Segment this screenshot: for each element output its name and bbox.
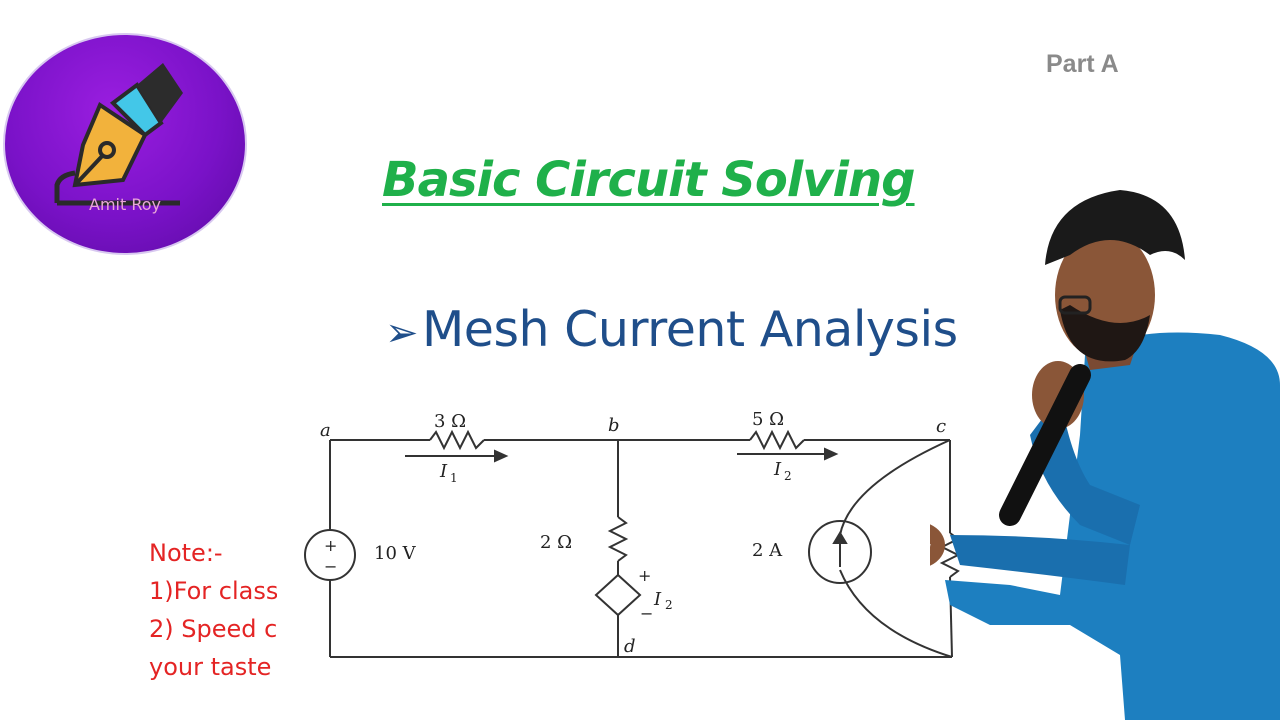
bullet-point: ➢Mesh Current Analysis — [385, 301, 958, 358]
node-c: c — [936, 416, 946, 437]
label-isource: 2 A — [752, 540, 783, 561]
arrowhead — [494, 449, 509, 463]
label-vsource: 10 V — [374, 543, 417, 564]
wire — [839, 569, 953, 658]
slide-title: Basic Circuit Solving — [382, 152, 916, 208]
label-i1: I — [439, 461, 448, 482]
presenter-image — [930, 190, 1280, 720]
arrowhead — [824, 447, 839, 461]
vsource-minus: − — [324, 557, 337, 576]
dep-plus: + — [638, 566, 651, 585]
wire — [839, 439, 951, 536]
label-i2: I — [773, 459, 782, 480]
note-line-4: your taste — [149, 653, 272, 681]
bullet-text: Mesh Current Analysis — [422, 301, 958, 358]
label-r2: 5 Ω — [752, 409, 784, 430]
vsource-plus: + — [324, 536, 337, 555]
label-dep: I — [653, 589, 662, 610]
dependent-source — [594, 573, 642, 617]
note-line-2: 1)For class — [149, 577, 277, 605]
label-i1-sub: 1 — [450, 471, 458, 485]
node-b: b — [608, 415, 620, 436]
resistor-3ohm — [429, 429, 485, 451]
note-line-3: 2) Speed c — [149, 615, 277, 643]
label-r3: 2 Ω — [540, 532, 572, 553]
note-box: Note:- 1)For class 2) Speed c your taste — [149, 534, 277, 684]
node-d: d — [624, 636, 636, 657]
note-line-1: Note:- — [149, 539, 223, 567]
arrow-bullet-icon: ➢ — [385, 310, 419, 356]
label-dep-sub: 2 — [665, 598, 673, 612]
label-i2-sub: 2 — [784, 469, 792, 483]
node-a: a — [320, 420, 331, 441]
channel-logo: Amit Roy — [3, 33, 247, 255]
label-r1: 3 Ω — [434, 411, 466, 432]
dep-minus: − — [640, 604, 653, 623]
resistor-5ohm — [749, 429, 805, 451]
resistor-2ohm — [607, 516, 629, 562]
part-label: Part A — [1046, 50, 1119, 78]
pen-nib-icon — [54, 63, 183, 206]
current-source-arrowhead — [832, 531, 848, 544]
current-source — [808, 520, 872, 584]
logo-name: Amit Roy — [89, 195, 161, 214]
